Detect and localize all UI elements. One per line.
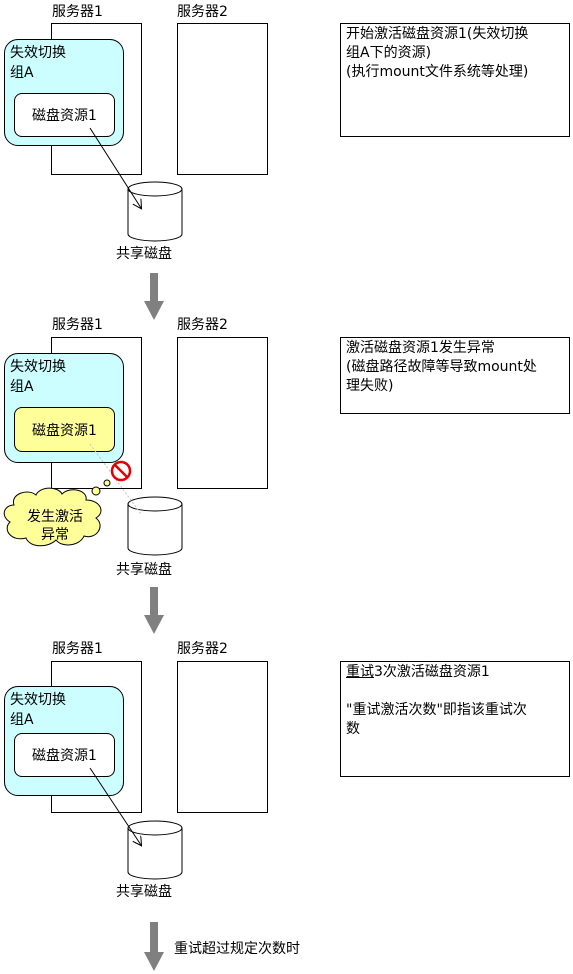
server2-box — [177, 661, 268, 813]
server2-label: 服务器2 — [177, 317, 228, 333]
step1-note: 开始激活磁盘资源1(失效切换 组A下的资源) (执行mount文件系统等处理) — [340, 23, 570, 137]
step1-note-line1: 开始激活磁盘资源1(失效切换 — [346, 26, 529, 42]
activation-arrow — [89, 127, 141, 208]
shared-disk-label: 共享磁盘 — [116, 246, 172, 262]
step2-note-line3: 理失败) — [346, 378, 394, 394]
shared-disk-label: 共享磁盘 — [116, 562, 172, 578]
bottom-condition-label: 重试超过规定次数时 — [174, 941, 300, 957]
down-arrow — [144, 273, 164, 320]
step2-note-line1: 激活磁盘资源1发生异常 — [346, 340, 495, 356]
group-label-line2: 组A — [10, 65, 34, 81]
shared-disk-label: 共享磁盘 — [116, 884, 172, 900]
group-label-line2: 组A — [10, 379, 34, 395]
prohibited-icon — [110, 460, 132, 482]
cloud-line2: 异常 — [41, 527, 69, 543]
down-arrow — [144, 587, 164, 634]
retry-activation-arrow — [89, 767, 141, 845]
retry-underlined: 重试 — [346, 664, 374, 680]
shared-disk-icon — [127, 496, 183, 556]
shared-disk-icon — [127, 181, 183, 242]
thought-cloud-icon — [3, 479, 111, 547]
step3-note-line1: 重试3次激活磁盘资源1 — [346, 663, 564, 682]
group-label-line1: 失效切换 — [10, 45, 66, 61]
step3-note: 重试3次激活磁盘资源1 "重试激活次数"即指该重试次 数 — [340, 661, 570, 777]
server1-label: 服务器1 — [52, 317, 103, 333]
step2-note-line2: (磁盘路径故障等导致mount处 — [346, 359, 537, 375]
group-label-line1: 失效切换 — [10, 692, 66, 708]
step3-note-line1-rest: 3次激活磁盘资源1 — [374, 664, 490, 680]
group-label-line1: 失效切换 — [10, 359, 66, 375]
cloud-line1: 发生激活 — [27, 509, 83, 525]
disk-resource-1: 磁盘资源1 — [14, 733, 115, 777]
shared-disk-icon — [127, 820, 183, 880]
server2-box — [177, 337, 268, 489]
server2-box — [177, 23, 268, 175]
down-arrow — [144, 922, 164, 971]
server1-label: 服务器1 — [52, 641, 103, 657]
step1-note-line3: (执行mount文件系统等处理) — [346, 64, 529, 80]
step1-note-line2: 组A下的资源) — [346, 45, 432, 61]
server1-label: 服务器1 — [52, 4, 103, 20]
server2-label: 服务器2 — [177, 641, 228, 657]
disk-resource-1-error: 磁盘资源1 — [14, 407, 115, 452]
step2-note: 激活磁盘资源1发生异常 (磁盘路径故障等导致mount处 理失败) — [340, 337, 570, 414]
group-label-line2: 组A — [10, 712, 34, 728]
step3-note-line3: 数 — [346, 721, 360, 737]
disk-resource-1: 磁盘资源1 — [14, 93, 115, 137]
step3-note-line2: "重试激活次数"即指该重试次 — [346, 702, 527, 718]
failed-activation-line — [89, 443, 142, 515]
server2-label: 服务器2 — [177, 4, 228, 20]
activation-error-cloud-text: 发生激活 异常 — [14, 508, 96, 544]
